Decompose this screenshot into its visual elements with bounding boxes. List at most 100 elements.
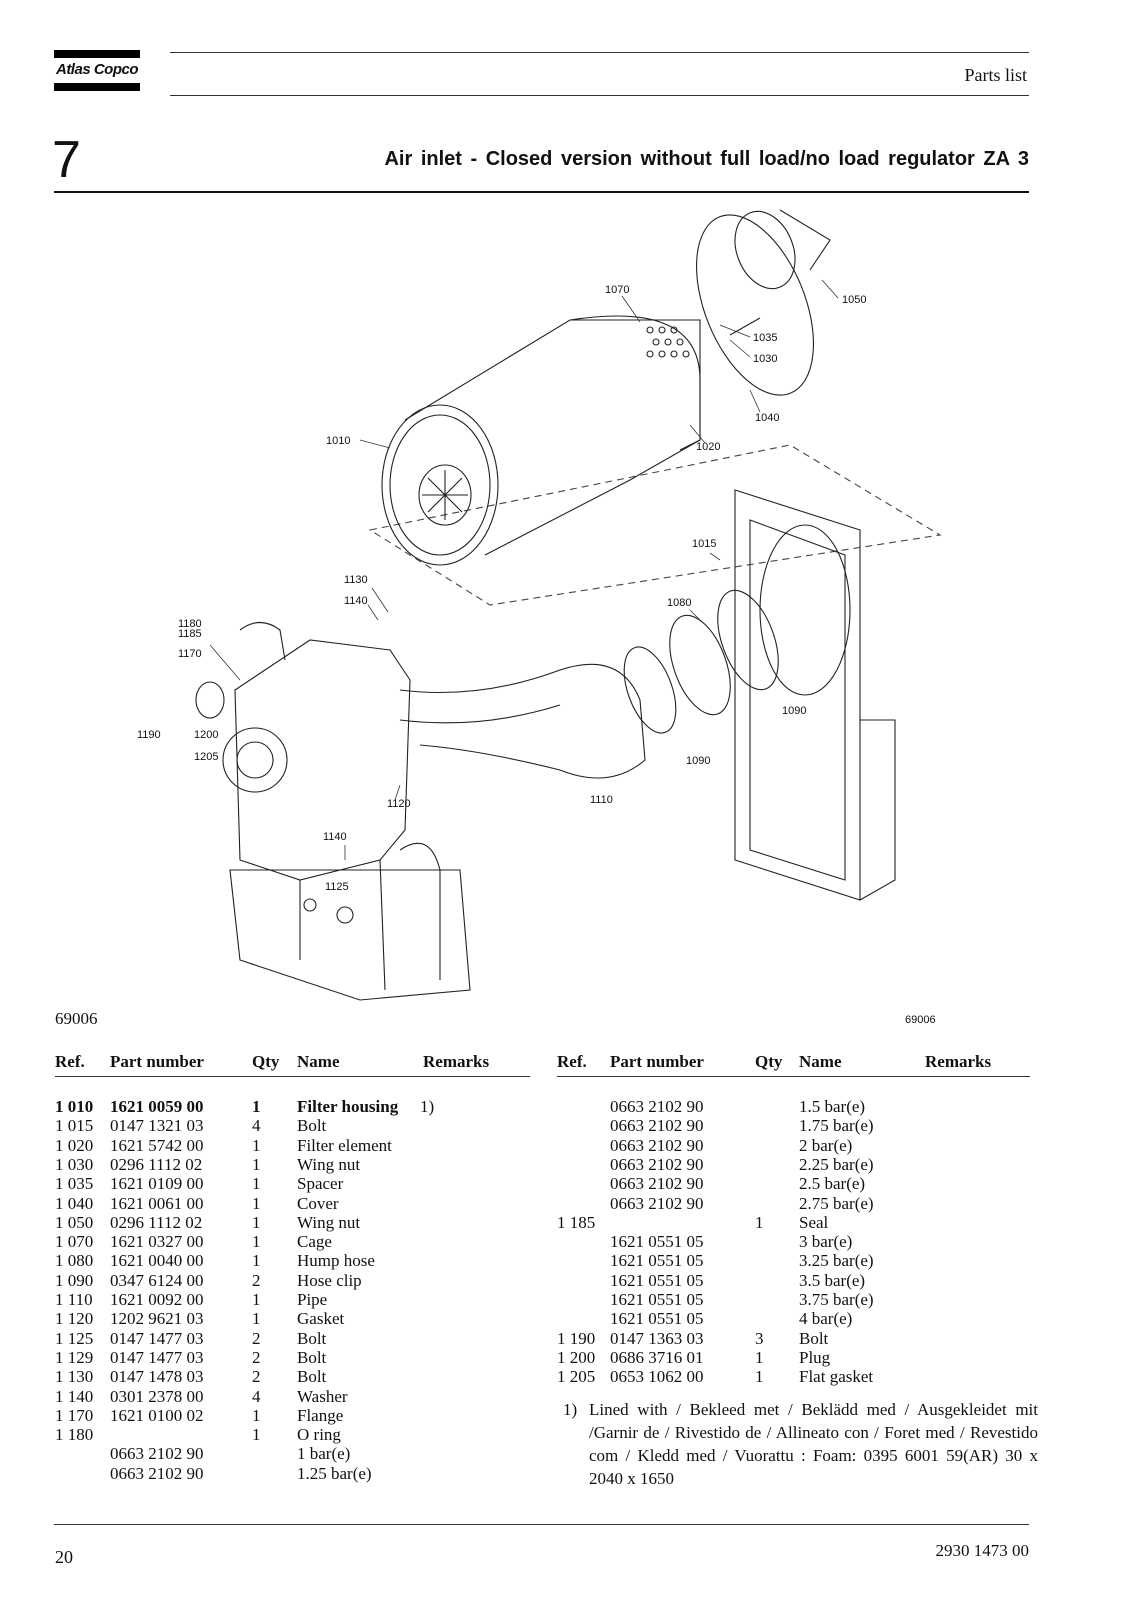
cell-part: 0147 1363 03 (610, 1328, 704, 1348)
callout-1015: 1015 (692, 538, 716, 550)
cell-qty: 4 (252, 1386, 261, 1406)
cell-name: 2.5 bar(e) (799, 1174, 866, 1194)
cell-ref: 1 070 (55, 1232, 94, 1252)
figure-id-right: 69006 (905, 1014, 936, 1026)
col-header-name: Name (799, 1052, 842, 1071)
callout-1140b: 1140 (323, 831, 347, 843)
cell-name: 1.25 bar(e) (297, 1463, 372, 1483)
cell-qty: 1 (252, 1405, 261, 1425)
cell-name: Bolt (297, 1367, 327, 1387)
cell-part: 0301 2378 00 (110, 1386, 204, 1406)
cell-part: 0347 6124 00 (110, 1270, 204, 1290)
cell-part: 1621 0059 00 (110, 1097, 204, 1116)
callout-1010: 1010 (326, 435, 350, 447)
cell-qty: 4 (252, 1116, 261, 1136)
callout-1200: 1200 (194, 729, 218, 741)
callout-1090b: 1090 (782, 705, 806, 717)
cell-qty: 3 (755, 1328, 764, 1348)
cell-ref: 1 125 (55, 1328, 94, 1348)
cell-part: 1621 0551 05 (610, 1309, 704, 1329)
cell-ref: 1 200 (557, 1347, 596, 1367)
col-header-qty: Qty (755, 1052, 783, 1071)
logo-bar-top (54, 50, 140, 58)
cell-qty: 2 (252, 1347, 261, 1367)
callout-1185: 1185 (178, 628, 202, 640)
table-header-rule (55, 1076, 530, 1077)
cover (696, 209, 831, 396)
col-header-remarks: Remarks (423, 1052, 490, 1071)
cell-remarks: 1) (420, 1097, 435, 1116)
cell-name: Bolt (799, 1328, 829, 1348)
doc-type: Parts list (964, 65, 1027, 85)
cell-name: Cage (297, 1232, 332, 1252)
document-number: 2930 1473 00 (935, 1541, 1030, 1560)
cell-ref: 1 090 (55, 1270, 94, 1290)
cell-qty: 1 (252, 1232, 261, 1252)
cell-part: 0147 1477 03 (110, 1347, 204, 1367)
callout-1205: 1205 (194, 751, 218, 763)
cell-part: 0663 2102 90 (610, 1154, 704, 1174)
logo-bar-bottom (54, 83, 140, 91)
callout-1040: 1040 (755, 412, 779, 424)
cell-qty: 1 (252, 1193, 261, 1213)
cell-name: Hose clip (297, 1270, 362, 1290)
cell-ref: 1 190 (557, 1328, 596, 1348)
chapter-title: Air inlet - Closed version without full … (384, 148, 1029, 170)
callout-1110: 1110 (590, 794, 613, 806)
cell-qty: 1 (252, 1097, 261, 1116)
cell-name: 1.75 bar(e) (799, 1116, 874, 1136)
cell-name: Bolt (297, 1116, 327, 1136)
cell-name: Flat gasket (799, 1367, 874, 1387)
cell-name: Bolt (297, 1328, 327, 1348)
cell-qty: 1 (755, 1212, 764, 1232)
leader-lines (209, 279, 839, 860)
callout-1180: 1180 (178, 618, 202, 630)
cell-ref: 1 120 (55, 1309, 94, 1329)
mounting-plate (734, 489, 896, 901)
cell-part: 0663 2102 90 (610, 1097, 704, 1116)
page-number: 20 (55, 1547, 73, 1567)
cell-name: 3.5 bar(e) (799, 1270, 866, 1290)
cell-part: 1621 5742 00 (110, 1135, 204, 1155)
cell-qty: 1 (252, 1212, 261, 1232)
cell-name: Gasket (297, 1309, 345, 1329)
cell-name: Bolt (297, 1347, 327, 1367)
col-header-qty: Qty (252, 1052, 280, 1071)
cell-qty: 1 (252, 1135, 261, 1155)
cell-ref: 1 030 (55, 1154, 94, 1174)
cell-name: Pipe (297, 1290, 328, 1309)
cell-name: Wing nut (297, 1212, 361, 1232)
cell-qty: 1 (252, 1174, 261, 1194)
col-header-part: Part number (610, 1052, 704, 1071)
cell-part: 1621 0100 02 (110, 1405, 204, 1425)
callout-1080: 1080 (667, 597, 691, 609)
callout-1050: 1050 (842, 294, 866, 306)
cell-part: 1621 0551 05 (610, 1251, 704, 1271)
cell-part: 0663 2102 90 (110, 1463, 204, 1483)
cell-ref: 1 130 (55, 1367, 94, 1387)
figure-id-left: 69006 (55, 1009, 98, 1028)
cell-ref: 1 185 (557, 1212, 596, 1232)
cell-qty: 2 (252, 1367, 261, 1387)
cell-part: 0663 2102 90 (610, 1135, 704, 1155)
cell-qty: 1 (252, 1309, 261, 1329)
chapter-rule (54, 191, 1029, 193)
callout-1020: 1020 (696, 441, 720, 453)
cell-part: 0663 2102 90 (610, 1193, 704, 1213)
cell-name: O ring (297, 1425, 341, 1445)
cell-qty: 1 (252, 1290, 261, 1309)
cell-qty: 2 (252, 1270, 261, 1290)
cell-part: 0147 1478 03 (110, 1367, 204, 1387)
cell-part: 0296 1112 02 (110, 1212, 203, 1232)
cell-ref: 1 035 (55, 1174, 94, 1194)
inlet-pipe (399, 589, 779, 779)
table-header-rule (557, 1076, 1030, 1077)
cell-name: 4 bar(e) (799, 1309, 853, 1329)
callout-1190: 1190 (137, 729, 161, 741)
callout-labels: 1070 1050 1035 1030 1040 1010 1020 1015 … (137, 284, 866, 893)
chapter-number: 7 (52, 131, 81, 189)
cell-name: Filter element (297, 1135, 392, 1155)
brand-logo: Atlas Copco (55, 61, 139, 78)
callout-1070: 1070 (605, 284, 629, 296)
cell-part: 1202 9621 03 (110, 1309, 204, 1329)
